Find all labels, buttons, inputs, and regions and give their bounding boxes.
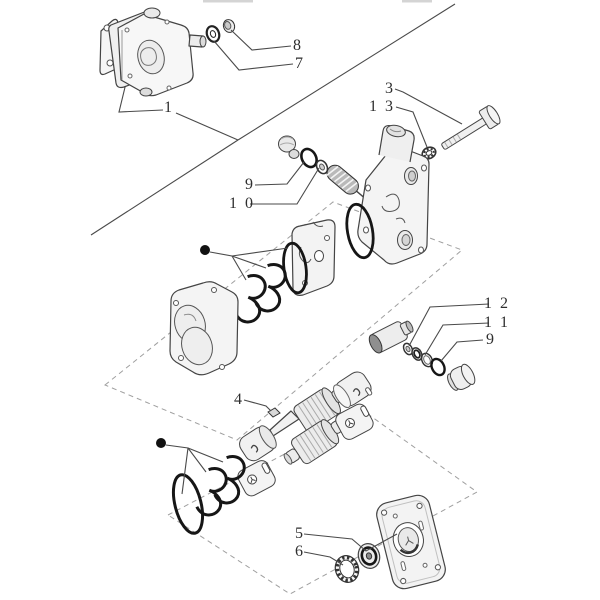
callout-12: 1 2 (484, 295, 510, 312)
callout-4: 4 (234, 391, 242, 408)
callout-labels: 1 8 7 3 1 3 9 1 0 1 2 1 1 9 4 5 6 (164, 37, 510, 560)
retainer-ring-11 (420, 352, 434, 368)
bushing-block-right (335, 403, 374, 440)
callout-9-top: 9 (245, 176, 253, 193)
wear-plate (291, 219, 336, 296)
bushing-block-upper-right (333, 371, 373, 409)
snap-ring-6 (334, 555, 360, 583)
callout-1: 1 (164, 99, 172, 116)
callout-8: 8 (293, 37, 301, 54)
callout-1-bracket-lines (90, 3, 456, 236)
backup-washer-10 (315, 159, 329, 175)
o-ring-9-top (300, 147, 318, 169)
lock-washer-13 (421, 146, 437, 160)
body-o-ring-lower (171, 473, 205, 535)
bushing-block-left-upper (239, 425, 277, 462)
washer-12 (411, 347, 423, 361)
driven-gear (283, 419, 345, 465)
callout-7: 7 (295, 55, 303, 72)
cap-plug-8 (222, 19, 236, 33)
valve-end-cover (357, 124, 430, 265)
callout-6: 6 (295, 543, 303, 560)
bullet-marker-upper (200, 245, 210, 255)
plug-9-right (447, 363, 476, 391)
leader-lines (165, 29, 490, 566)
bolt-3 (441, 105, 501, 150)
o-ring-9-right (430, 357, 446, 377)
callout-11: 1 1 (484, 314, 510, 331)
pump-assembly-drawing (99, 7, 207, 97)
seal-washer-7 (205, 25, 221, 43)
callout-9-right: 9 (486, 331, 494, 348)
bushing-block-left-lower (237, 460, 276, 497)
valve-piston-12-group (368, 320, 476, 391)
pump-body-housing (169, 281, 239, 376)
shaft-key-4 (267, 407, 281, 418)
plug-9-top (278, 135, 300, 159)
callout-10: 1 0 (229, 195, 255, 212)
relief-spring (326, 164, 367, 200)
cropped-text-artifact (203, 0, 432, 3)
mounting-flange (376, 494, 446, 590)
callout-13: 1 3 (369, 98, 395, 115)
callout-3: 3 (385, 80, 393, 97)
callout-5: 5 (295, 525, 303, 542)
bullet-marker-lower (156, 438, 166, 448)
washer-small (402, 342, 414, 356)
cover-o-ring (345, 202, 375, 260)
shaft-seal-5 (357, 543, 381, 569)
